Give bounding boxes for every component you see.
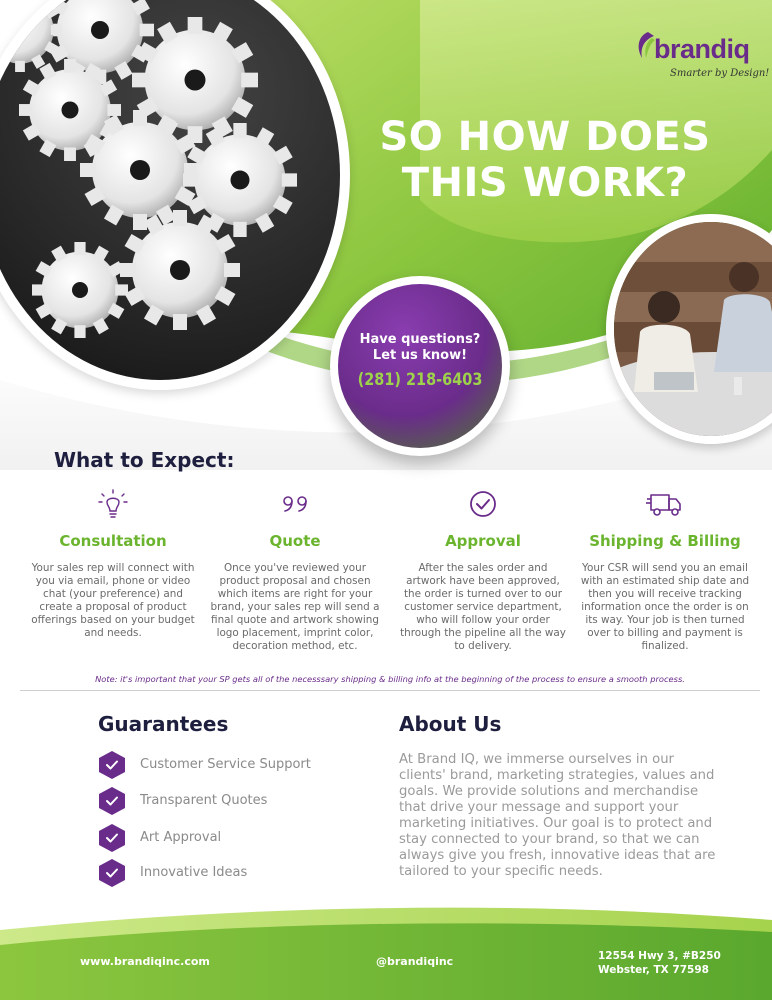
about-us-text: At Brand IQ, we immerse ourselves in our… bbox=[399, 752, 716, 879]
cta-letus-text: Let us know! bbox=[372, 348, 468, 363]
check-hexagon-icon bbox=[99, 824, 125, 852]
hero-title-line2: THIS WORK? bbox=[401, 160, 689, 206]
contact-callout[interactable]: Have questions? Let us know! (281) 218-6… bbox=[330, 276, 510, 456]
step-title: Consultation bbox=[59, 532, 167, 550]
truck-icon bbox=[646, 494, 681, 516]
hero-title: SO HOW DOES THIS WORK? bbox=[330, 114, 760, 206]
logo-wordmark: brandiq bbox=[654, 34, 750, 64]
footer-social-handle[interactable]: @brandiqinc bbox=[376, 955, 454, 968]
cta-phone-link[interactable]: (281) 218-6403 bbox=[357, 370, 483, 390]
guarantee-item: Art Approval bbox=[98, 823, 358, 853]
lightbulb-icon bbox=[98, 489, 128, 518]
contact-callout-inner: Have questions? Let us know! (281) 218-6… bbox=[338, 284, 502, 448]
gears-photo bbox=[0, 0, 350, 390]
quote-icon bbox=[283, 496, 307, 512]
guarantee-item: Innovative Ideas bbox=[98, 858, 358, 888]
guarantee-item: Transparent Quotes bbox=[98, 786, 358, 816]
address-line2: Webster, TX 77598 bbox=[598, 964, 709, 976]
guarantee-label: Customer Service Support bbox=[140, 757, 311, 772]
footer-address: 12554 Hwy 3, #B250 Webster, TX 77598 bbox=[598, 949, 721, 977]
logo-tagline: Smarter by Design! bbox=[670, 68, 770, 79]
section-divider bbox=[20, 690, 760, 691]
guarantee-label: Transparent Quotes bbox=[140, 793, 268, 808]
guarantee-label: Art Approval bbox=[140, 830, 222, 845]
footer-website-link[interactable]: www.brandiqinc.com bbox=[80, 955, 210, 968]
team-meeting-photo bbox=[606, 214, 772, 444]
step-title: Shipping & Billing bbox=[589, 532, 741, 550]
step-description: After the sales order and artwork have b… bbox=[400, 562, 566, 652]
footer-green-band bbox=[0, 907, 772, 1000]
step-title: Quote bbox=[269, 532, 321, 550]
cta-question-text: Have questions? bbox=[359, 332, 481, 347]
logo-leaf-icon bbox=[638, 32, 655, 58]
about-us-heading: About Us bbox=[399, 712, 502, 736]
guarantee-item: Customer Service Support bbox=[98, 750, 358, 780]
hero-title-line1: SO HOW DOES bbox=[379, 114, 711, 160]
step-description: Your CSR will send you an email with an … bbox=[580, 562, 750, 652]
step-description: Once you've reviewed your product propos… bbox=[210, 562, 380, 652]
check-circle-icon bbox=[470, 491, 496, 517]
check-hexagon-icon bbox=[99, 787, 125, 815]
brandiq-logo[interactable]: brandiq Smarter by Design! bbox=[634, 28, 769, 88]
step-description: Your sales rep will connect with you via… bbox=[31, 562, 195, 639]
check-hexagon-icon bbox=[99, 751, 125, 779]
step-title: Approval bbox=[445, 532, 521, 550]
check-hexagon-icon bbox=[99, 859, 125, 887]
what-to-expect-heading: What to Expect: bbox=[54, 448, 235, 472]
guarantees-heading: Guarantees bbox=[98, 712, 229, 736]
address-line1: 12554 Hwy 3, #B250 bbox=[598, 950, 721, 962]
process-note: Note: it's important that your SP gets a… bbox=[95, 674, 685, 684]
guarantee-label: Innovative Ideas bbox=[140, 865, 248, 880]
